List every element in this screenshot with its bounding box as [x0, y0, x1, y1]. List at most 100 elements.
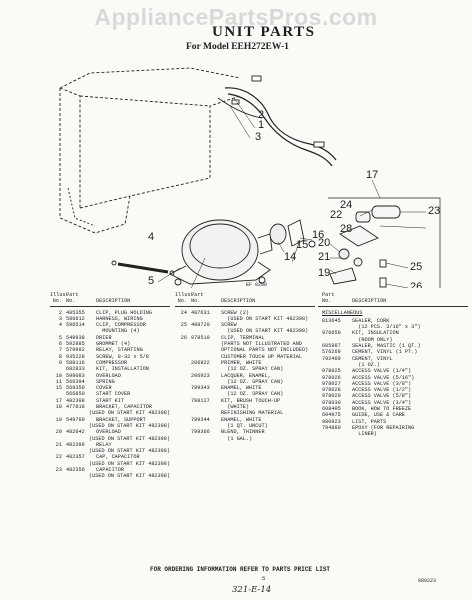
- illus-number: 3: [58, 315, 62, 322]
- parts-row: (1 GAL.): [175, 436, 315, 442]
- part-number: 978030: [322, 399, 341, 406]
- part-number: 586612: [66, 315, 85, 322]
- part-description: (USED ON START KIT 482398): [82, 435, 170, 442]
- part-description: BLEND, THINNER: [221, 429, 265, 436]
- callout-2: 2: [258, 109, 264, 121]
- parts-row: 798127 KIT, BRUSH TOUCH-UP: [175, 398, 315, 404]
- part-description: COMPRESSOR: [96, 359, 128, 366]
- part-number: 592885: [66, 341, 85, 348]
- part-description: (WHITE): [221, 404, 250, 411]
- part-number: 487631: [191, 309, 210, 316]
- parts-row: (USED ON START KIT 482398): [175, 316, 315, 322]
- part-description: CAPACITOR: [96, 467, 125, 474]
- part-number: 935228: [66, 353, 85, 360]
- watermark: AppliancePartsPros.com: [94, 4, 378, 30]
- parts-row: (12 OZ. SPRAY CAN): [175, 379, 315, 385]
- part-description: PRIMER, WHITE: [221, 359, 262, 366]
- part-description: (1 OZ.): [352, 361, 381, 368]
- callout-1: 1: [258, 119, 264, 131]
- parts-row: LINER): [318, 431, 468, 437]
- part-number: 579992: [66, 347, 85, 354]
- parts-row: (PARTS NOT ILLUSTRATED AND: [175, 341, 315, 347]
- part-description: (USED ON START KIT 482398): [221, 315, 309, 322]
- part-description: (12 OZ. SPRAY CAN): [221, 366, 284, 373]
- part-number: 482642: [66, 429, 85, 436]
- part-description: (12 OZ. SPRAY CAN): [221, 391, 284, 398]
- part-number: 978028: [322, 387, 341, 394]
- description-header: DESCRIPTION: [221, 298, 256, 305]
- callout-26: 26: [410, 281, 422, 288]
- part-description: (USED ON START KIT 482398): [221, 328, 309, 335]
- part-description: CEMENT, VINYL (1 PT.): [352, 349, 418, 356]
- start-kit-bracket: [328, 197, 441, 288]
- part-description: LACQUER, ENAMEL,: [221, 372, 271, 379]
- part-number: 206923: [191, 372, 210, 379]
- section-miscellaneous: MISCELLANEOUS: [322, 309, 363, 316]
- part-description: (USED ON START KIT 482398): [82, 410, 170, 417]
- illus-number: 4: [58, 322, 62, 329]
- illus-number: 17: [55, 397, 62, 404]
- part-number: 978027: [322, 380, 341, 387]
- part-description: CUSTOMER TOUCH UP MATERIAL: [221, 353, 302, 360]
- part-description: EPOXY (FOR REPAIRING: [352, 424, 415, 431]
- part-number: [187, 436, 221, 442]
- parts-row: 978026 ACCESS VALVE (5/16"): [318, 375, 468, 381]
- callout-23: 23: [428, 205, 440, 217]
- part-number: 482398: [66, 397, 85, 404]
- part-number: 482356: [66, 467, 85, 474]
- part-number: 682833: [66, 366, 85, 373]
- part-description: SPRING: [96, 378, 115, 385]
- illus-header: Illus.: [175, 292, 194, 298]
- part-number: 978026: [322, 374, 341, 381]
- illus-number: 5: [58, 334, 62, 341]
- drier-shape: [117, 262, 169, 274]
- part-number: 482357: [66, 454, 85, 461]
- part-description: ENAMEL, WHITE: [221, 416, 262, 423]
- part-description: ACCESS VALVE (5/16"): [352, 374, 415, 381]
- parts-row: (WHITE): [175, 404, 315, 410]
- part-description: MOUNTING (4): [96, 328, 140, 335]
- part-number: 549938: [66, 334, 85, 341]
- illus-number: 22: [55, 454, 62, 461]
- part-number: 798127: [191, 397, 210, 404]
- part-description: BOOK, HOW TO FREEZE: [352, 406, 412, 413]
- parts-column-3: Part No.DESCRIPTION MISCELLANEOUS 813645…: [318, 292, 468, 438]
- illus-number: 18: [55, 404, 62, 411]
- part-description: LIST, PARTS: [352, 418, 387, 425]
- part-description: SCREW, 8-32 x 5/8: [96, 353, 149, 360]
- part-description: ENAMEL, WHITE: [221, 385, 262, 392]
- part-description: (USED ON START KIT 482398): [82, 473, 170, 480]
- illus-number: 23: [55, 467, 62, 474]
- part-number: 566850: [66, 391, 85, 398]
- callout-22: 22: [330, 209, 342, 221]
- part-description: (1 QT. UNCUT): [221, 422, 268, 429]
- part-description: OVERLOAD: [96, 372, 121, 379]
- part-description: (1 GAL.): [221, 435, 253, 442]
- illus-number: 6: [58, 341, 62, 348]
- illus-number: 19: [55, 416, 62, 423]
- part-number: 588116: [66, 359, 85, 366]
- part-number: 605987: [322, 343, 341, 350]
- parts-row: OPTIONAL PARTS NOT INCLUDED): [175, 347, 315, 353]
- compressor-shape: [181, 219, 259, 281]
- parts-row: (USED ON START KIT 482398): [50, 461, 170, 467]
- part-description: KIT, BRUSH TOUCH-UP: [221, 397, 281, 404]
